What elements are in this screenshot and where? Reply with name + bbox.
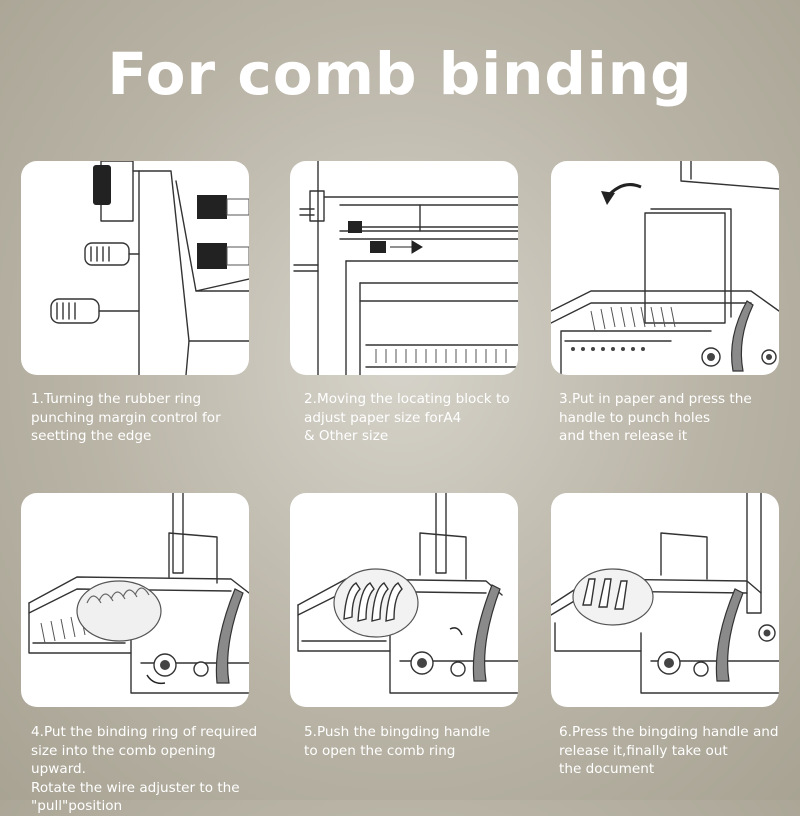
step-6-illustration [551,493,779,707]
step-1-illustration [21,161,249,375]
locating-block-drawing [293,161,518,375]
margin-control-drawing [50,161,249,375]
step-2-caption: 2.Moving the locating block to adjust pa… [304,391,510,444]
open-comb-drawing [297,493,518,694]
insert-ring-drawing [28,493,249,694]
step-3-illustration [551,161,779,375]
step-5-illustration [290,493,518,707]
step-4-illustration [21,493,249,707]
step-5-caption: 5.Push the bingding handle to open the c… [304,724,491,759]
step-3-caption: 3.Put in paper and press the handle to p… [559,391,752,444]
punch-paper-drawing [551,161,779,375]
step-4-caption: 4.Put the binding ring of required size … [31,724,258,814]
take-out-document-drawing [551,493,779,694]
page-title: For comb binding [107,40,693,108]
step-6-caption: 6.Press the bingding handle and release … [559,724,779,777]
step-1-caption: 1.Turning the rubber ring punching margi… [31,391,221,444]
step-2-illustration [290,161,518,375]
